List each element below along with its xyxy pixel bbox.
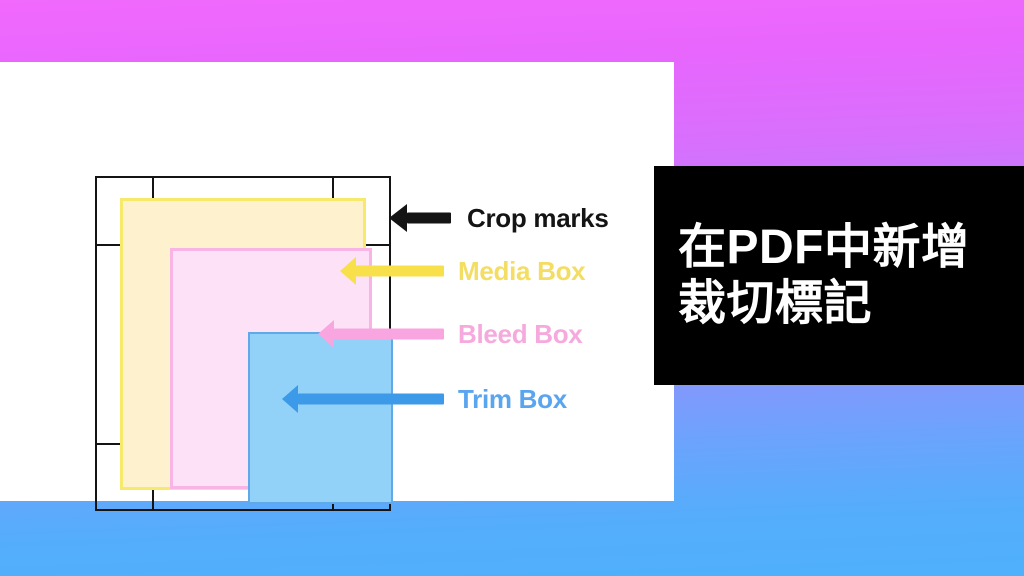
headline-line-2: 裁切標記 xyxy=(678,276,873,330)
pdf-box-diagram xyxy=(95,176,393,511)
legend-label-media-box: Media Box xyxy=(458,255,586,286)
legend-item-trim-box: Trim Box xyxy=(282,382,567,416)
legend-item-bleed-box: Bleed Box xyxy=(318,317,583,351)
crop-tick-top-left-horizontal xyxy=(95,244,135,246)
crop-tick-top-right-horizontal xyxy=(349,244,391,246)
legend-label-bleed-box: Bleed Box xyxy=(458,318,583,349)
white-content-card: Crop marks Media Box Bleed Box Trim Box xyxy=(0,62,674,511)
headline-block: 在PDF中新增 裁切標記 xyxy=(654,166,1024,385)
bleed-box-rect xyxy=(170,248,393,504)
legend-label-trim-box: Trim Box xyxy=(458,383,567,414)
legend-label-crop-marks: Crop marks xyxy=(467,202,609,233)
crop-tick-top-left-vertical xyxy=(152,176,154,216)
crop-tick-bottom-left-vertical xyxy=(152,471,154,511)
bleed-box-arrow-icon xyxy=(318,320,444,348)
media-box-arrow-icon xyxy=(340,257,444,285)
headline-line-1: 在PDF中新增 xyxy=(678,220,970,274)
trim-box-arrow-icon xyxy=(282,385,444,413)
crop-tick-top-right-vertical xyxy=(332,176,334,216)
crop-marks-arrow-icon xyxy=(389,204,451,232)
media-box-rect xyxy=(120,198,393,504)
crop-tick-bottom-left-horizontal xyxy=(95,443,135,445)
trim-box-rect xyxy=(248,332,393,504)
legend-item-media-box: Media Box xyxy=(340,254,586,288)
legend-item-crop-marks: Crop marks xyxy=(389,201,609,235)
